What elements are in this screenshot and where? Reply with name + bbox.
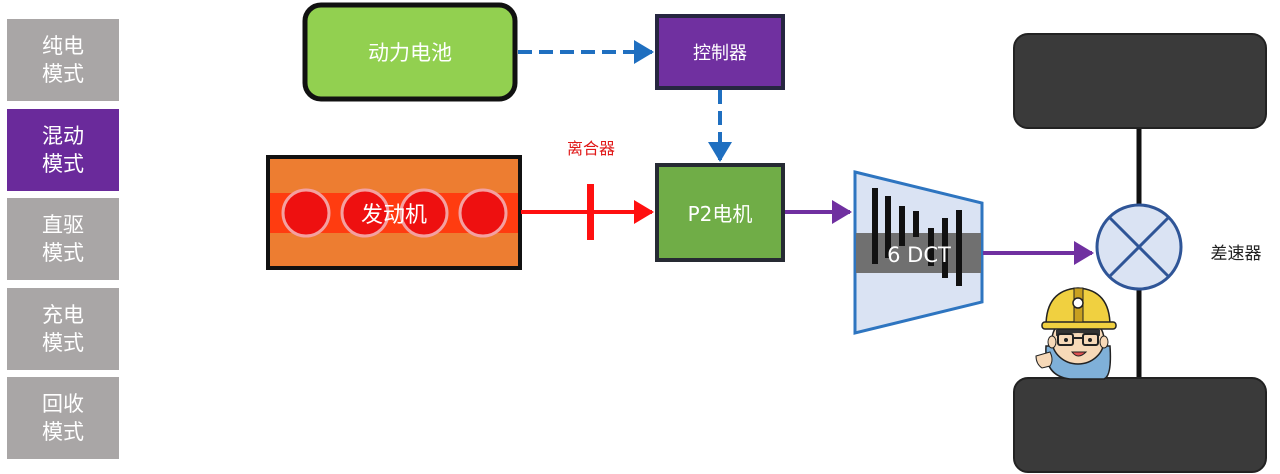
p2-motor-block[interactable]: P2电机 xyxy=(655,163,785,262)
differential-block[interactable] xyxy=(1095,203,1183,291)
gear-bar xyxy=(956,210,962,286)
gear-bar xyxy=(913,211,919,237)
differential-label: 差速器 xyxy=(1211,244,1262,264)
mode-button-pure-electric[interactable]: 纯电 模式 xyxy=(7,19,119,101)
mode-label-line1: 充电 xyxy=(42,303,84,327)
wheel-top[interactable] xyxy=(1013,33,1267,129)
gear-bar xyxy=(928,228,934,266)
mode-label-line2: 模式 xyxy=(42,241,84,265)
cylinder-icon xyxy=(458,188,508,238)
cylinder-icon xyxy=(281,188,331,238)
engine-block[interactable]: 发动机 xyxy=(266,155,522,270)
mode-button-hybrid[interactable]: 混动 模式 xyxy=(7,109,119,191)
mode-label-line2: 模式 xyxy=(42,420,84,444)
mode-label-line2: 模式 xyxy=(42,331,84,355)
mode-button-charging[interactable]: 充电 模式 xyxy=(7,288,119,370)
battery-block[interactable]: 动力电池 xyxy=(302,2,518,102)
mode-label-line2: 模式 xyxy=(42,62,84,86)
cylinder-icon xyxy=(399,188,449,238)
transmission-label: 6 DCT xyxy=(887,243,951,267)
differential-cross-icon xyxy=(1108,216,1170,278)
gear-bar xyxy=(942,218,948,278)
mode-label-line2: 模式 xyxy=(42,152,84,176)
wheel-bottom[interactable] xyxy=(1013,377,1267,473)
engine-label: 发动机 xyxy=(361,203,427,228)
cylinder-icon xyxy=(340,188,390,238)
mode-label-line1: 纯电 xyxy=(42,34,84,58)
gear-bar xyxy=(872,188,878,264)
transmission-block[interactable]: 6 DCT xyxy=(853,170,984,335)
mode-label-line1: 混动 xyxy=(42,124,84,148)
gear-bar xyxy=(885,196,891,258)
controller-block[interactable]: 控制器 xyxy=(655,14,785,90)
controller-label: 控制器 xyxy=(693,43,747,64)
battery-label: 动力电池 xyxy=(368,41,452,65)
motor-label: P2电机 xyxy=(688,202,753,226)
engineer-mascot-icon xyxy=(1035,287,1117,380)
mode-button-direct-drive[interactable]: 直驱 模式 xyxy=(7,198,119,280)
mode-label-line1: 回收 xyxy=(42,392,84,416)
mode-button-regeneration[interactable]: 回收 模式 xyxy=(7,377,119,459)
clutch-label: 离合器 xyxy=(567,139,615,158)
gear-bar xyxy=(899,206,905,246)
mode-label-line1: 直驱 xyxy=(42,213,84,237)
clutch-icon[interactable] xyxy=(587,184,594,240)
